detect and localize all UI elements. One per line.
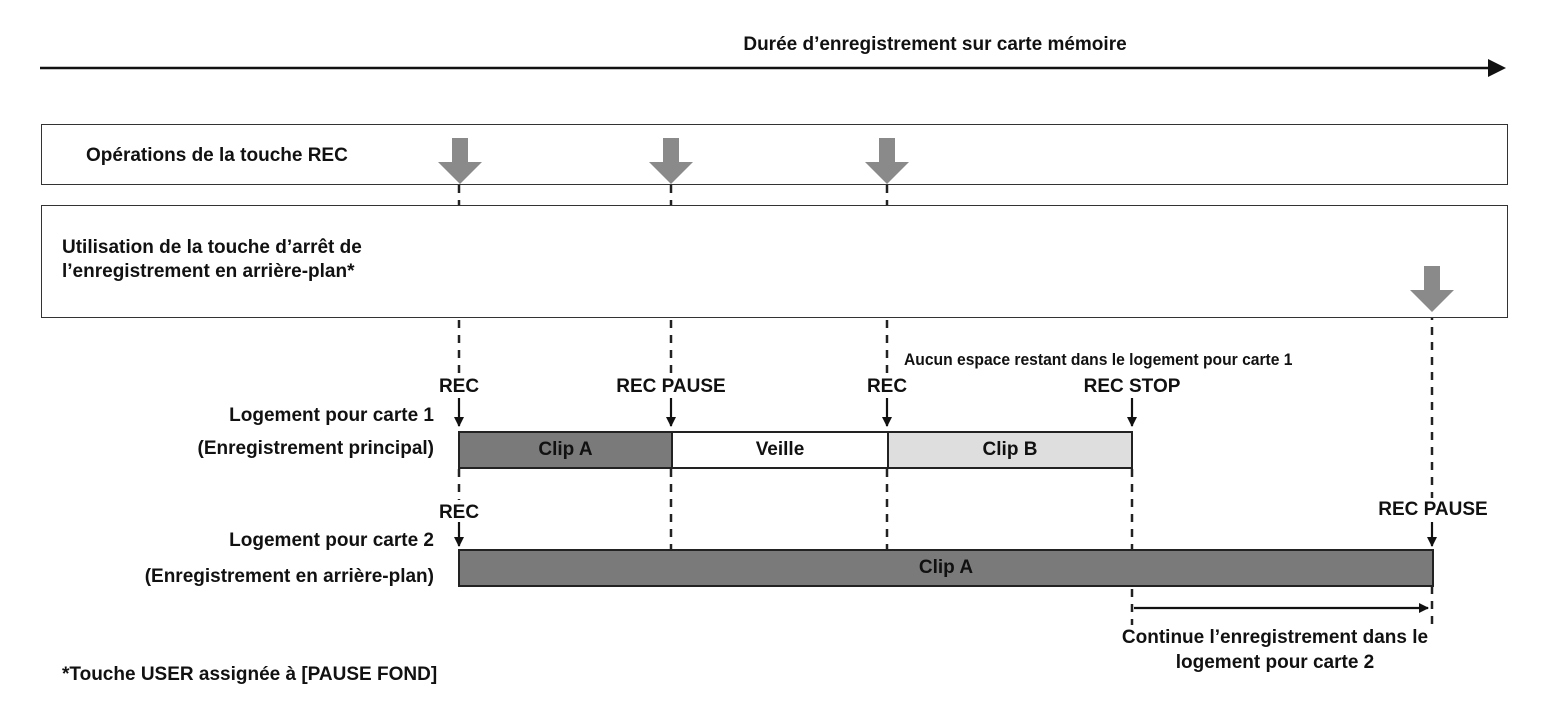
rec-2-press-arrow-icon: [865, 138, 909, 184]
event-rec-1: REC: [438, 376, 480, 397]
bg-stop-press-arrow-icon: [1410, 266, 1454, 312]
rec-pause-press-arrow-icon: [649, 138, 693, 184]
slot1-clip-a-label: Clip A: [538, 439, 593, 460]
slot1-clip-b-label: Clip B: [982, 439, 1038, 460]
bg-stop-row: [41, 205, 1508, 318]
event-rec-2: REC: [866, 376, 908, 397]
timeline-arrowhead: [1488, 59, 1506, 77]
slot2-label-line2: (Enregistrement en arrière-plan): [144, 566, 434, 587]
rec-operations-label: Opérations de la touche REC: [86, 145, 348, 166]
slot1-clip-a: Clip A: [458, 431, 673, 469]
timeline-title: Durée d’enregistrement sur carte mémoire: [743, 34, 1127, 55]
slot2-clip-a: Clip A: [458, 549, 1434, 587]
bg-stop-label-line2: l’enregistrement en arrière-plan*: [62, 261, 355, 282]
event-rec-pause-1: REC PAUSE: [616, 376, 726, 397]
no-space-note: Aucun espace restant dans le logement po…: [904, 350, 1293, 369]
event-rec-stop: REC STOP: [1083, 376, 1181, 397]
continue-note-line1: Continue l’enregistrement dans le: [1121, 627, 1429, 648]
rec-press-arrow-icon: [438, 138, 482, 184]
event-rec-pause-slot2: REC PAUSE: [1378, 499, 1488, 520]
footnote: *Touche USER assignée à [PAUSE FOND]: [62, 664, 438, 685]
slot1-label-line2: (Enregistrement principal): [197, 438, 435, 459]
slot2-label-line1: Logement pour carte 2: [229, 530, 434, 551]
slot1-standby: Veille: [671, 431, 889, 469]
slot1-standby-label: Veille: [755, 439, 805, 460]
continue-note-line2: logement pour carte 2: [1175, 652, 1375, 673]
slot1-clip-b: Clip B: [887, 431, 1133, 469]
slot2-clip-a-label: Clip A: [918, 557, 974, 578]
slot1-label-line1: Logement pour carte 1: [229, 405, 434, 426]
rec-operations-row: [41, 124, 1508, 185]
event-rec-slot2: REC: [438, 502, 480, 523]
bg-stop-label-line1: Utilisation de la touche d’arrêt de: [62, 237, 362, 258]
